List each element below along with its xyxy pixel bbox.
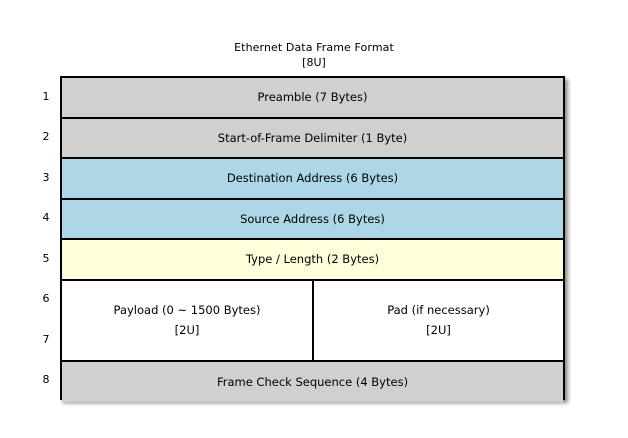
frame-field-frame-check-sequence: Frame Check Sequence (4 Bytes) xyxy=(62,361,563,402)
row-number-8: 8 xyxy=(42,373,50,387)
frame-field-pad: Pad (if necessary) [2U] xyxy=(314,281,563,360)
frame-field-payload: Payload (0 ~ 1500 Bytes) [2U] xyxy=(62,280,314,360)
frame-field-destination-address: Destination Address (6 Bytes) xyxy=(62,159,563,200)
frame-field-start-of-frame-delimiter: Start-of-Frame Delimiter (1 Byte) xyxy=(62,118,563,159)
frame-field-label: Destination Address (6 Bytes) xyxy=(226,171,399,186)
row-number-7: 7 xyxy=(42,332,50,346)
diagram-title-block: Ethernet Data Frame Format [8U] xyxy=(0,40,628,70)
frame-field-preamble: Preamble (7 Bytes) xyxy=(62,78,563,119)
row-number-1: 1 xyxy=(42,89,50,103)
frame-field-source-address: Source Address (6 Bytes) xyxy=(62,199,563,240)
frame-field-label: Payload (0 ~ 1500 Bytes) xyxy=(113,303,261,317)
frame-field-tag: [2U] xyxy=(174,323,200,337)
row-number-5: 5 xyxy=(42,251,50,265)
frame-field-label: Pad (if necessary) xyxy=(387,303,490,317)
frame-field-label: Source Address (6 Bytes) xyxy=(240,211,385,226)
ethernet-frame-table: Preamble (7 Bytes) Start-of-Frame Delimi… xyxy=(60,76,565,402)
frame-field-payload-pad: Payload (0 ~ 1500 Bytes) [2U] Pad (if ne… xyxy=(62,280,563,362)
frame-field-label: Type / Length (2 Bytes) xyxy=(245,252,380,267)
row-number-2: 2 xyxy=(42,130,50,144)
page-title: Ethernet Data Frame Format xyxy=(234,41,394,54)
row-number-6: 6 xyxy=(42,292,50,306)
row-number-gutter: 1 2 3 4 5 6 7 8 xyxy=(36,76,56,400)
page-subtitle: [8U] xyxy=(302,56,326,69)
row-number-3: 3 xyxy=(42,170,50,184)
frame-field-label: Preamble (7 Bytes) xyxy=(257,90,368,105)
frame-field-label: Frame Check Sequence (4 Bytes) xyxy=(216,374,409,389)
frame-field-label: Start-of-Frame Delimiter (1 Byte) xyxy=(217,130,408,145)
frame-field-type-length: Type / Length (2 Bytes) xyxy=(62,240,563,281)
row-number-4: 4 xyxy=(42,211,50,225)
frame-field-tag: [2U] xyxy=(426,323,451,337)
